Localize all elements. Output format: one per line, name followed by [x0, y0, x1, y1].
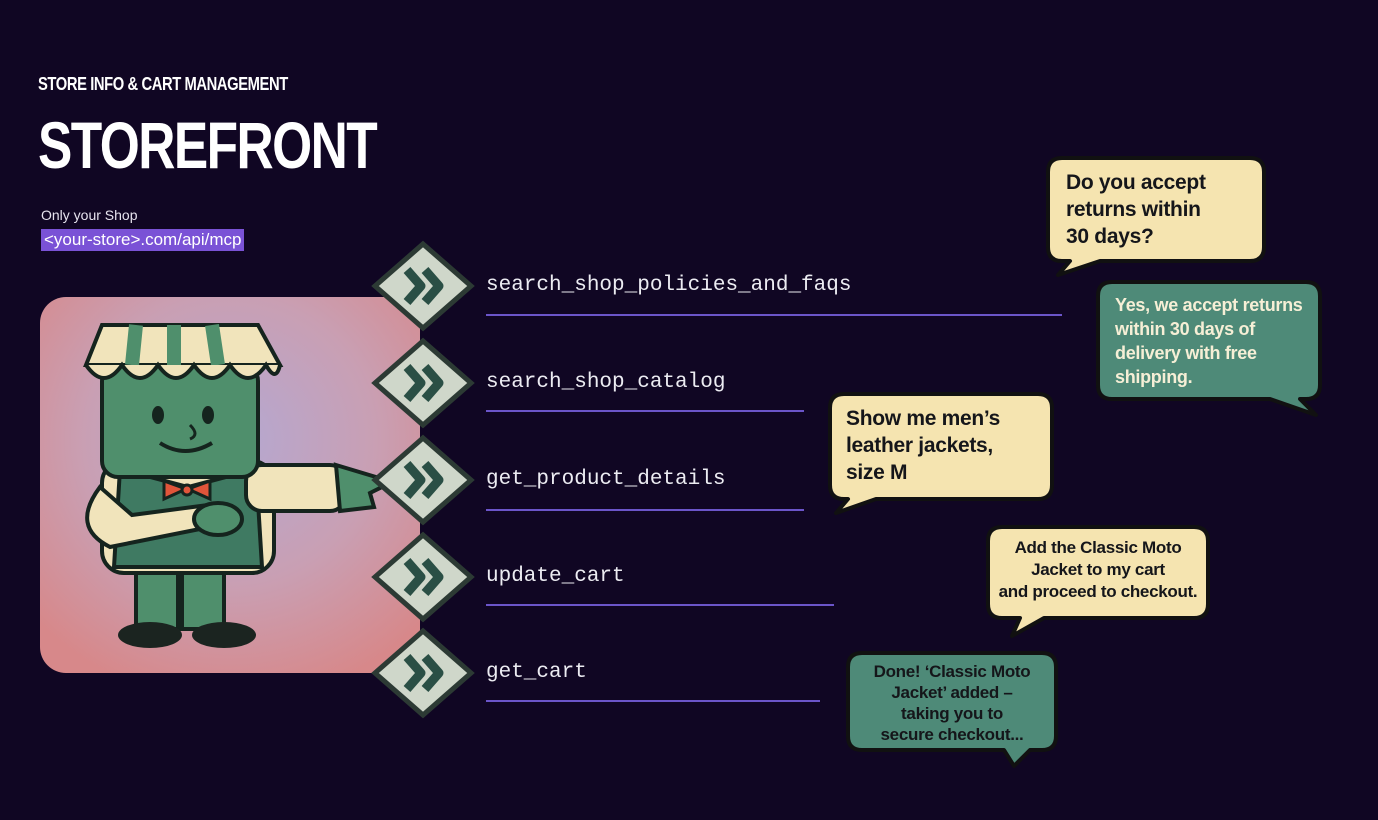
- bubble-text: Done! ‘Classic Moto Jacket’ added – taki…: [873, 662, 1031, 744]
- double-chevron-right-icon: [371, 240, 475, 337]
- scope-label: Only your Shop: [41, 207, 138, 223]
- assistant-message-bubble: Yes, we accept returns within 30 days of…: [1094, 279, 1326, 419]
- tool-row-get-cart: get_cart: [0, 627, 1378, 719]
- tool-row-update-cart: update_cart: [0, 531, 1378, 623]
- double-chevron-right-icon: [371, 434, 475, 531]
- tool-divider: [486, 700, 820, 702]
- bubble-text: Yes, we accept returns within 30 days of…: [1115, 295, 1303, 387]
- user-message-bubble: Show me men’s leather jackets, size M: [826, 391, 1056, 515]
- user-message-bubble: Do you accept returns within 30 days?: [1044, 155, 1268, 277]
- tool-divider: [486, 410, 804, 412]
- tool-divider: [486, 509, 804, 511]
- tool-row-search-shop-catalog: search_shop_catalog: [0, 337, 1378, 429]
- tool-row-search-shop-policies-and-faqs: search_shop_policies_and_faqs: [0, 240, 1378, 332]
- tool-name: get_product_details: [486, 468, 726, 491]
- tool-divider: [486, 604, 834, 606]
- double-chevron-right-icon: [371, 531, 475, 628]
- tool-name: get_cart: [486, 661, 587, 684]
- user-message-bubble: Add the Classic Moto Jacket to my cart a…: [984, 524, 1212, 640]
- bubble-text: Do you accept returns within 30 days?: [1066, 171, 1206, 248]
- tool-name: update_cart: [486, 565, 625, 588]
- tool-name: search_shop_catalog: [486, 371, 726, 394]
- tool-divider: [486, 314, 1062, 316]
- endpoint-url: <your-store>.com/api/mcp: [41, 229, 245, 251]
- tool-row-get-product-details: get_product_details: [0, 434, 1378, 526]
- header: STORE INFO & CART MANAGEMENT STOREFRONT …: [38, 74, 378, 251]
- double-chevron-right-icon: [371, 627, 475, 724]
- shopkeeper-mascot-illustration: [40, 297, 420, 673]
- bubble-text: Show me men’s leather jackets, size M: [846, 407, 1001, 484]
- assistant-message-bubble: Done! ‘Classic Moto Jacket’ added – taki…: [844, 650, 1060, 768]
- page-title: STOREFRONT: [38, 108, 378, 182]
- section-eyebrow: STORE INFO & CART MANAGEMENT: [38, 74, 288, 94]
- tool-name: search_shop_policies_and_faqs: [486, 274, 852, 297]
- double-chevron-right-icon: [371, 337, 475, 434]
- bubble-text: Add the Classic Moto Jacket to my cart a…: [998, 538, 1198, 601]
